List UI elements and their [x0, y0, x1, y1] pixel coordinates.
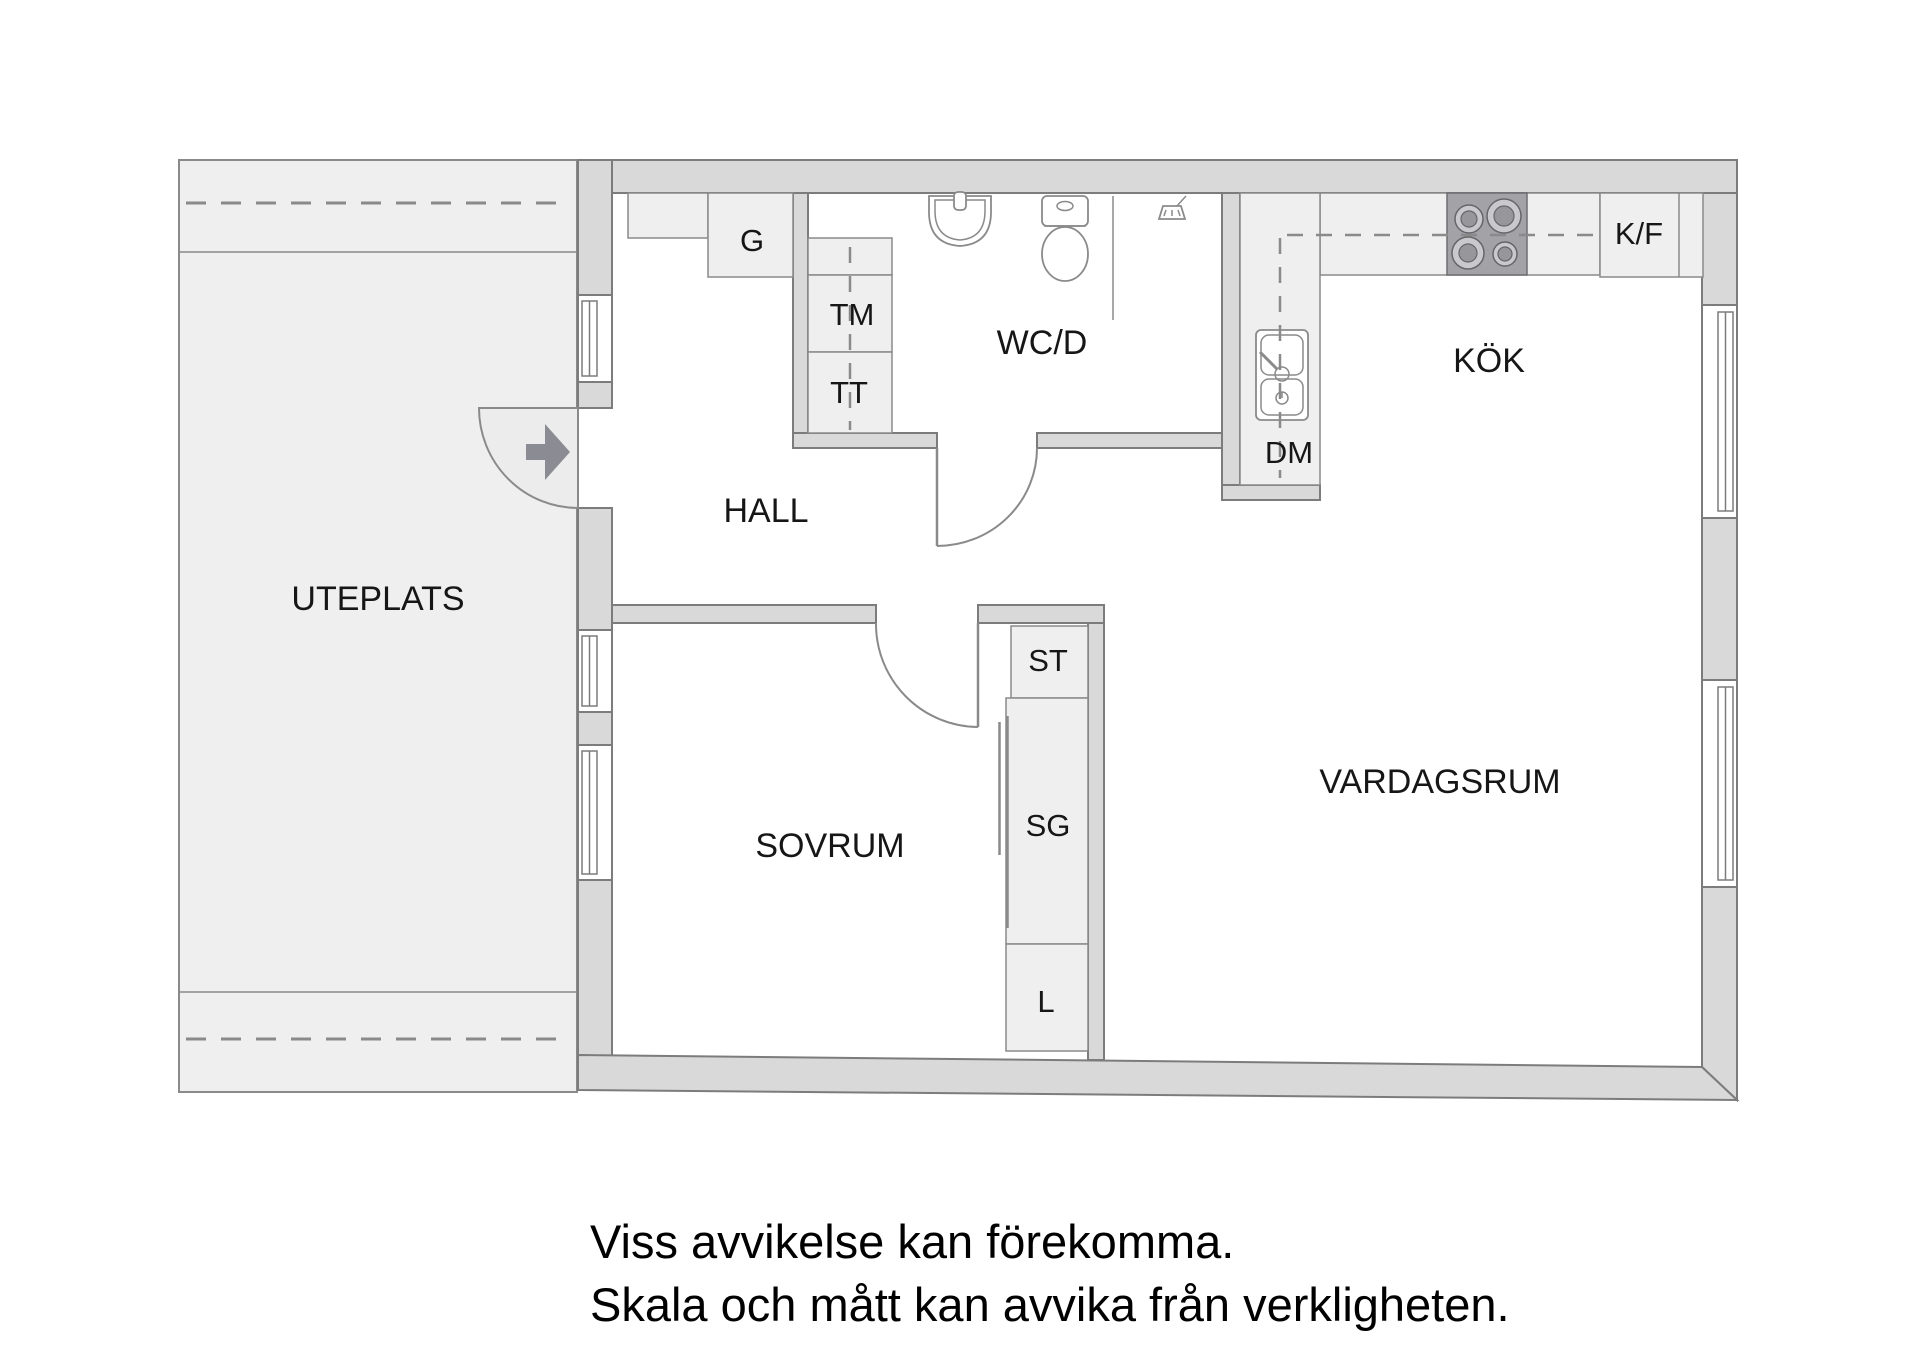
apartment-floor [612, 193, 1702, 1067]
label-kf: K/F [1615, 216, 1663, 251]
wall-wcd-south-east [1036, 432, 1241, 449]
label-dm: DM [1265, 435, 1313, 470]
wall-east-1 [1701, 192, 1738, 306]
interior-walls [611, 192, 1321, 1061]
wall-east-3 [1701, 886, 1738, 1103]
label-tt: TT [830, 375, 868, 410]
window-icon [577, 744, 613, 881]
disclaimer-line-1: Viss avvikelse kan förekomma. [590, 1215, 1234, 1268]
window-icon [577, 294, 613, 383]
label-wcd: WC/D [997, 324, 1088, 362]
window-icon [1701, 304, 1738, 519]
wcd-door [935, 447, 1038, 547]
closet-g [707, 192, 794, 278]
wall-bottom [577, 1053, 1740, 1102]
bedroom-closets [998, 625, 1089, 1052]
hall-closets [627, 192, 893, 434]
label-uteplats: UTEPLATS [291, 580, 464, 618]
label-l: L [1037, 984, 1054, 1019]
disclaimer-line-2: Skala och mått kan avvika från verklighe… [590, 1278, 1510, 1331]
wall-laundry-niche [792, 192, 809, 449]
disclaimer: Viss avvikelse kan förekomma. Skala och … [590, 1215, 1510, 1331]
closet-l [1005, 943, 1089, 1052]
uteplats-ground [178, 159, 578, 1093]
entry-door [477, 407, 579, 510]
stove-icon [1446, 192, 1528, 276]
wall-closet-east [1087, 622, 1105, 1061]
wall-west-2 [577, 381, 613, 409]
label-sg: SG [1026, 808, 1071, 843]
kitchen-sink-icon [1255, 329, 1309, 421]
window-icon [1701, 679, 1738, 888]
wall-west-3 [577, 507, 613, 633]
label-vardagsrum: VARDAGSRUM [1319, 763, 1560, 801]
wcd-fixtures [928, 191, 1187, 320]
windows [577, 294, 1738, 888]
room-labels: UTEPLATS HALL WC/D KÖK VARDAGSRUM SOVRUM… [291, 216, 1663, 1019]
wall-east-2 [1701, 517, 1738, 681]
bathroom-sink-icon [928, 191, 992, 247]
wall-west-1 [577, 159, 613, 296]
wall-kitchen-stub [1221, 484, 1321, 501]
wall-top [577, 159, 1738, 194]
label-sovrum: SOVRUM [755, 827, 904, 865]
wall-wcd-east [1221, 192, 1241, 501]
label-g: G [740, 223, 764, 258]
sovrum-door [874, 622, 980, 728]
window-icon [577, 629, 613, 713]
label-hall: HALL [723, 492, 808, 530]
label-tm: TM [830, 297, 875, 332]
wall-wcd-south-west [792, 432, 938, 449]
label-st: ST [1028, 643, 1068, 678]
label-kok: KÖK [1453, 342, 1525, 380]
uteplats-area [178, 159, 578, 1093]
wall-west-4 [577, 711, 613, 746]
hall-shelf [627, 192, 709, 239]
fridge-freezer [1599, 192, 1704, 278]
wall-west-5 [577, 879, 613, 1059]
toilet-icon [1041, 195, 1089, 282]
kitchen [1239, 192, 1704, 486]
entry-arrow-icon [526, 424, 570, 480]
closet-st [1010, 625, 1089, 699]
shower-head-icon [1157, 195, 1187, 220]
exterior-walls [577, 159, 1740, 1103]
wall-sovrum-north-east [977, 604, 1105, 624]
wall-sovrum-north-west [611, 604, 877, 624]
